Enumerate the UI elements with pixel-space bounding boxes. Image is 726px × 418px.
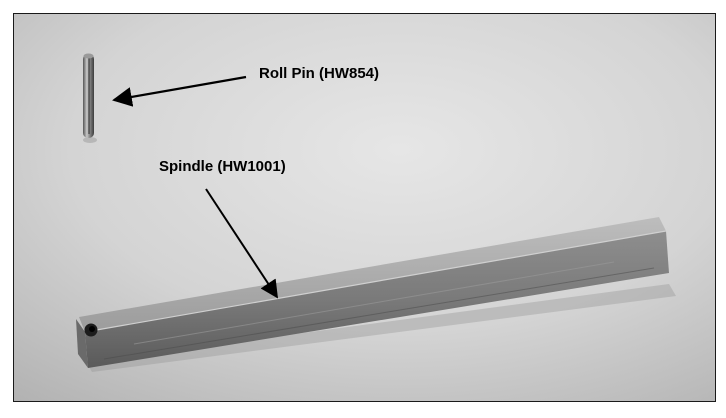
roll-pin-label: Roll Pin (HW854) <box>259 65 380 82</box>
hardware-photo <box>14 14 715 401</box>
photo-frame: Roll Pin (HW854) Spindle (HW1001) <box>13 13 716 402</box>
spindle <box>76 217 676 372</box>
spindle-label: Spindle (HW1001) <box>159 158 286 175</box>
spindle-arrow <box>205 188 278 299</box>
roll-pin <box>83 53 97 143</box>
roll-pin-arrow <box>112 75 247 107</box>
